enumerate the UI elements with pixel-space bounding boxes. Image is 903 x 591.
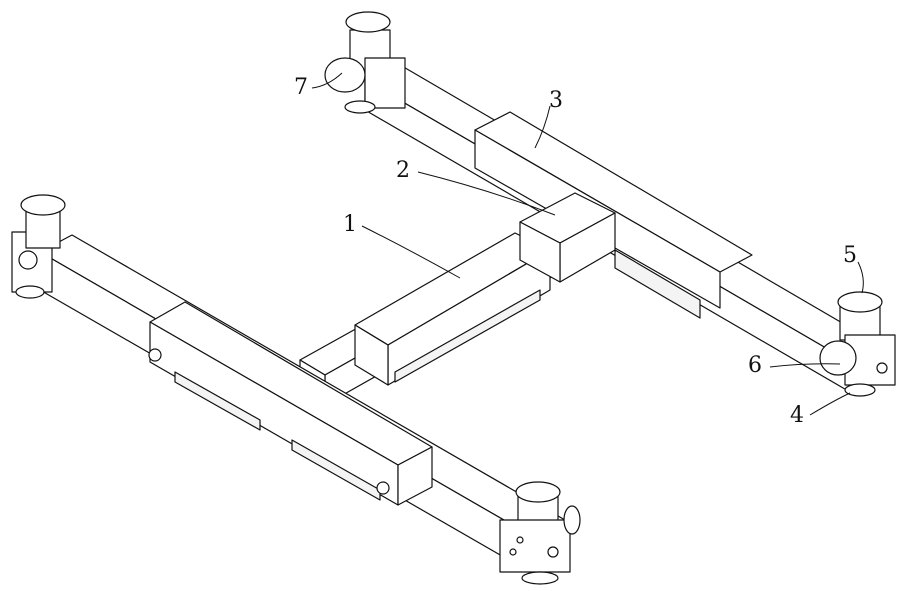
disk-6 (820, 341, 856, 375)
label-2: 2 (396, 160, 410, 182)
disk-7 (325, 58, 365, 92)
label-1: 1 (343, 214, 357, 236)
label-7: 7 (294, 77, 308, 99)
label-4: 4 (790, 405, 804, 427)
cap-back (325, 12, 405, 113)
label-3: 3 (549, 90, 563, 112)
label-6: 6 (748, 355, 762, 377)
label-5: 5 (843, 245, 857, 267)
